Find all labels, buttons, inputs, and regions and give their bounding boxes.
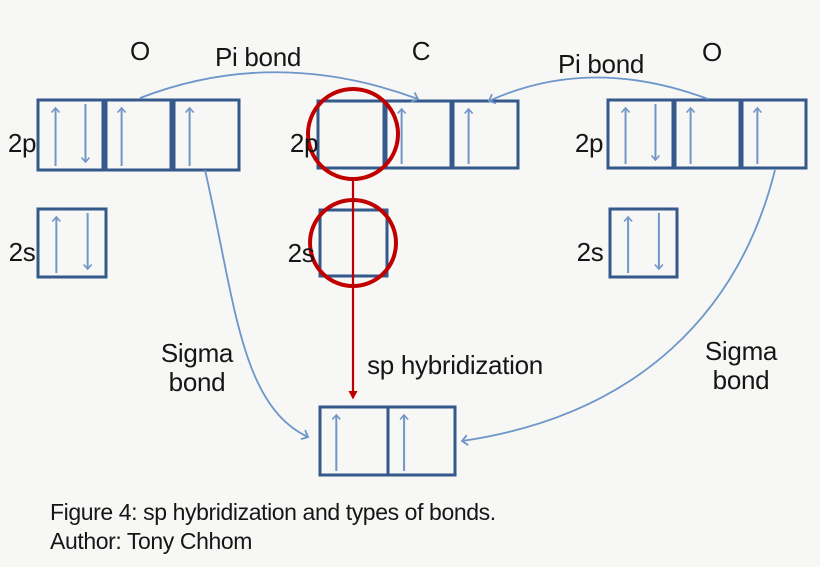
pi-bond-arc-left — [139, 71, 420, 103]
atom-label-oxygen-right: O — [702, 37, 722, 67]
hybridization-annotations — [306, 87, 400, 400]
orbital-label-2p-left: 2p — [8, 128, 36, 158]
orbital-box — [673, 98, 742, 170]
atom-label-carbon: C — [412, 36, 430, 66]
orbital-row-oxygen-left-2s — [36, 207, 108, 279]
sigma-bond-label-right-line1: Sigma — [705, 336, 778, 366]
bond-curves — [139, 71, 776, 446]
pi-bond-label-right: Pi bond — [558, 49, 644, 79]
orbital-row-carbon-2p — [316, 99, 520, 170]
sigma-bond-label-left-line2: bond — [169, 367, 226, 397]
orbital-box — [104, 98, 173, 172]
orbital-label-2p-center: 2p — [290, 128, 318, 158]
pi-bond-label-left: Pi bond — [215, 42, 301, 72]
orbital-box — [172, 98, 241, 172]
orbital-label-2s-center: 2s — [288, 238, 315, 268]
sp-hybridization-label: sp hybridization — [367, 350, 543, 380]
orbital-box — [451, 99, 520, 170]
orbital-box — [606, 98, 675, 170]
orbital-boxes-layer — [36, 98, 808, 477]
orbital-label-2s-right: 2s — [577, 237, 604, 267]
sigma-bond-label-left-line1: Sigma — [161, 338, 234, 368]
atom-label-oxygen-left: O — [130, 36, 150, 66]
orbital-label-2s-left: 2s — [9, 237, 36, 267]
pi-bond-arc-right — [487, 76, 709, 105]
figure-caption-line1: Figure 4: sp hybridization and types of … — [50, 499, 496, 525]
orbital-row-oxygen-right-2p — [606, 98, 808, 170]
orbital-box — [608, 207, 679, 279]
orbital-label-2p-right: 2p — [575, 128, 603, 158]
figure-caption-line2: Author: Tony Chhom — [50, 528, 252, 554]
orbital-box — [36, 98, 105, 172]
orbital-box — [318, 405, 390, 477]
sigma-bond-label-right-line2: bond — [713, 365, 770, 395]
orbital-box — [384, 99, 453, 170]
orbital-row-oxygen-left-2p — [36, 98, 241, 172]
diagram-labels: O Pi bond C Pi bond O 2p 2p 2p 2s 2s 2s … — [8, 36, 778, 554]
orbital-box — [36, 207, 108, 279]
orbital-row-sp-hybrid — [318, 405, 457, 477]
orbital-box — [740, 98, 808, 170]
sigma-bond-curve-right — [460, 169, 776, 446]
orbital-box — [386, 405, 457, 477]
sigma-bond-curve-left — [204, 169, 310, 441]
orbital-row-oxygen-right-2s — [608, 207, 679, 279]
orbital-box — [316, 99, 386, 170]
